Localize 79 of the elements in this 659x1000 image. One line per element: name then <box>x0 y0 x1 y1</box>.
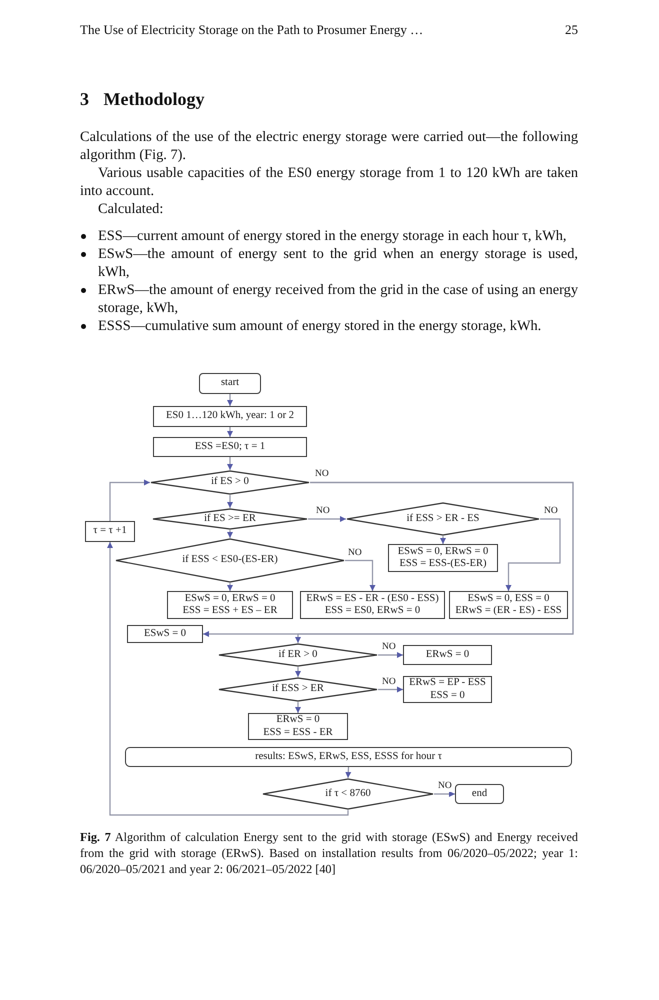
arrow <box>227 530 233 538</box>
terminal-label: start <box>220 377 240 390</box>
process-box <box>167 591 293 619</box>
terminal-label: end <box>472 788 488 800</box>
figure-caption: Fig. 7 Algorithm of calculation Energy sent to the grid with storage (ESwS) and Energy received from the grid with storage (ERwS). Based on installation results from 06/2020–05/2022; year 1: 06/2020–05/2021 and year 2: 06/2021–05/2022 [40] <box>80 830 578 878</box>
process-box <box>153 437 307 457</box>
arrow <box>506 518 561 591</box>
decision-diamond <box>218 643 378 667</box>
step-text: ESS = ESS - ER <box>263 726 333 739</box>
step-text: ERwS = EP - ESS <box>409 677 486 690</box>
process-box <box>248 713 348 740</box>
process-box <box>449 591 568 619</box>
body-paragraph: Various usable capacities of the ES0 energy storage from 1 to 120 kWh are taken into account. <box>80 164 578 200</box>
step-text: ERwS = 0 <box>426 648 470 662</box>
arrow <box>434 791 455 797</box>
step-text: ERwS = 0 <box>276 714 320 726</box>
arrow <box>227 427 233 437</box>
arrow <box>295 667 301 677</box>
terminal-box <box>199 373 261 394</box>
arrow <box>308 516 346 522</box>
bullet-text: ESSS—cumulative sum amount of energy stored in the energy storage, kWh. <box>98 317 542 335</box>
arrow <box>227 495 233 508</box>
decision-diamond <box>150 470 310 495</box>
step-text: ESwS = 0, ERwS = 0 <box>398 546 488 558</box>
arrow <box>227 457 233 470</box>
process-box <box>403 676 492 703</box>
step-text: ESS = ESS-(ES-ER) <box>399 558 486 570</box>
process-box <box>127 625 203 643</box>
arrow <box>107 542 349 816</box>
process-box <box>85 521 135 542</box>
process-box <box>388 544 498 572</box>
decision-diamond <box>115 538 345 583</box>
process-box <box>403 645 492 665</box>
condition-text: if ESS < ES0-(ES-ER) <box>182 554 278 567</box>
step-text: ESS = 0 <box>430 690 465 702</box>
step-text: ESS =ES0; τ = 1 <box>194 440 266 454</box>
arrow <box>378 652 403 658</box>
step-text: ERwS = (ER - ES) - ESS <box>455 605 562 618</box>
output-box <box>125 747 572 767</box>
arrow <box>345 766 352 778</box>
step-text: ESS = ES0, ERwS = 0 <box>324 605 420 618</box>
section-heading: 3 Methodology <box>80 88 206 110</box>
page-number: 25 <box>565 22 578 38</box>
decision-diamond <box>218 677 378 702</box>
condition-text: if ESS > ER <box>272 683 324 696</box>
running-header: The Use of Electricity Storage on the Path to Prosumer Energy … <box>80 22 424 38</box>
step-text: ESS = ESS + ES – ER <box>182 605 278 618</box>
terminal-box <box>455 784 504 804</box>
step-text: ES0 1…120 kWh, year: 1 or 2 <box>166 410 294 423</box>
step-text: ESwS = 0 <box>144 628 186 640</box>
decision-diamond <box>262 778 434 810</box>
process-box <box>153 406 307 427</box>
bullet-text: ERwS—the amount of energy received from the grid in the case of using an energy storage, kWh, <box>98 281 578 317</box>
step-text: ERwS = ES - ER - (ES0 - ESS) <box>306 592 439 605</box>
step-text: ESwS = 0, ESS = 0 <box>468 592 550 605</box>
arrow <box>109 480 150 521</box>
process-box <box>300 591 445 619</box>
bullet-text: ESwS—the amount of energy sent to the grid when an energy storage is used, kWh, <box>98 245 578 281</box>
condition-text: if τ < 8760 <box>325 788 371 800</box>
condition-text: if ES > 0 <box>211 476 249 489</box>
decision-diamond <box>152 508 308 530</box>
output-text: results: ESwS, ERwS, ESS, ESSS for hour τ <box>255 750 442 764</box>
step-text: τ = τ +1 <box>93 525 127 538</box>
arrow <box>227 583 233 591</box>
arrow <box>227 394 233 406</box>
body-paragraph: Calculated: <box>97 200 164 218</box>
arrow <box>295 482 574 643</box>
condition-text: if ER > 0 <box>278 648 318 662</box>
decision-diamond <box>346 502 540 536</box>
condition-text: if ESS > ER - ES <box>406 512 480 526</box>
arrow <box>345 560 376 591</box>
edge-label: NO <box>437 781 453 792</box>
bullet-text: ESS—current amount of energy stored in the energy storage in each hour τ, kWh, <box>98 227 568 245</box>
step-text: ESwS = 0, ERwS = 0 <box>184 592 276 605</box>
arrow <box>378 686 403 692</box>
arrow <box>440 536 446 544</box>
body-paragraph: Calculations of the use of the electric energy storage were carried out—the following algorithm (Fig. 7). <box>80 128 578 164</box>
condition-text: if ES >= ER <box>204 512 256 526</box>
arrow <box>295 702 301 713</box>
